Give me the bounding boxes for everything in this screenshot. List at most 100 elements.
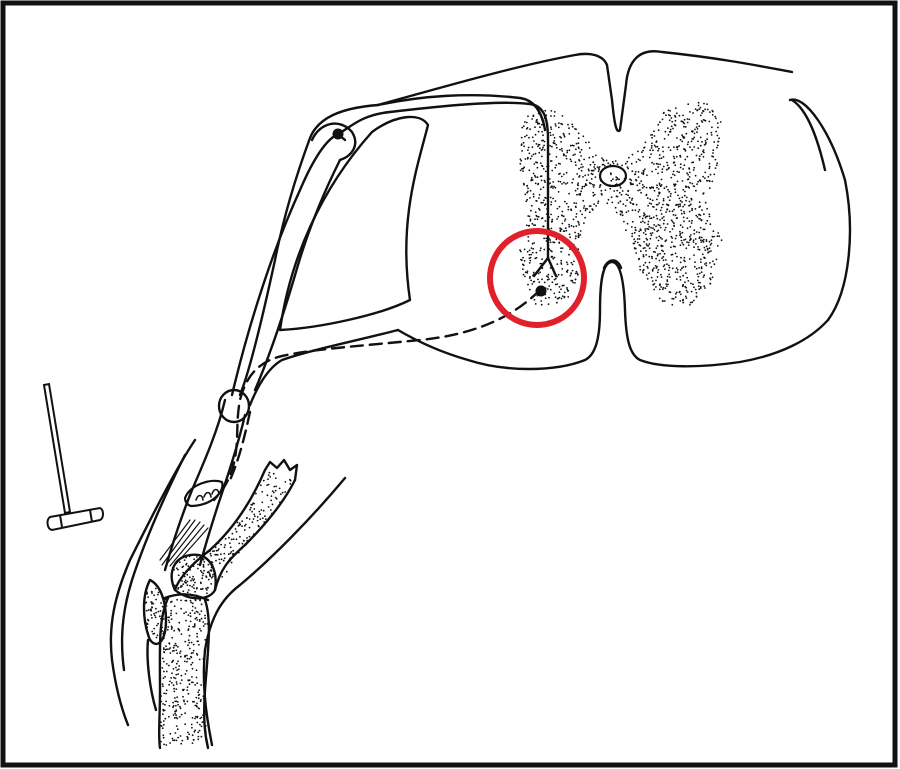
- stipple-dot: [712, 149, 714, 151]
- stipple-dot: [720, 121, 722, 123]
- stipple-dot: [268, 484, 270, 486]
- stipple-dot: [267, 478, 269, 480]
- stipple-dot: [526, 199, 528, 201]
- stipple-dot: [269, 476, 271, 478]
- stipple-dot: [592, 170, 594, 172]
- stipple-dot: [691, 220, 693, 222]
- stipple-dot: [695, 238, 697, 240]
- stipple-dot: [189, 635, 191, 637]
- stipple-dot: [186, 563, 188, 565]
- stipple-dot: [543, 226, 545, 228]
- stipple-dot: [673, 214, 675, 216]
- stipple-dot: [687, 122, 689, 124]
- stipple-dot: [689, 111, 691, 113]
- stipple-dot: [657, 245, 659, 247]
- stipple-dot: [534, 126, 536, 128]
- stipple-dot: [173, 668, 175, 670]
- stipple-dot: [549, 178, 551, 180]
- stipple-dot: [652, 280, 654, 282]
- stipple-dot: [548, 274, 550, 276]
- stipple-dot: [184, 641, 186, 643]
- stipple-dot: [546, 208, 548, 210]
- stipple-dot: [634, 173, 636, 175]
- stipple-dot: [577, 274, 579, 276]
- stipple-dot: [567, 209, 569, 211]
- stipple-dot: [680, 236, 682, 238]
- stipple-dot: [561, 176, 563, 178]
- stipple-dot: [640, 250, 642, 252]
- stipple-dot: [166, 663, 168, 665]
- stipple-dot: [175, 705, 177, 707]
- stipple-dot: [717, 127, 719, 129]
- stipple-dot: [572, 154, 574, 156]
- stipple-dot: [221, 576, 223, 578]
- stipple-dot: [606, 202, 608, 204]
- stipple-dot: [206, 576, 208, 578]
- stipple-dot: [270, 509, 272, 511]
- stipple-dot: [631, 170, 633, 172]
- stipple-dot: [184, 723, 186, 725]
- stipple-dot: [563, 133, 565, 135]
- stipple-dot: [183, 612, 185, 614]
- stipple-dot: [662, 151, 664, 153]
- stipple-dot: [173, 630, 175, 632]
- stipple-dot: [696, 296, 698, 298]
- stipple-dot: [691, 141, 693, 143]
- stipple-dot: [183, 701, 185, 703]
- stipple-dot: [559, 227, 561, 229]
- stipple-dot: [689, 182, 691, 184]
- stipple-dot: [542, 165, 544, 167]
- stipple-dot: [159, 615, 161, 617]
- stipple-dot: [694, 266, 696, 268]
- stipple-dot: [575, 202, 577, 204]
- stipple-dot: [695, 289, 697, 291]
- stipple-dot: [285, 481, 287, 483]
- stipple-dot: [176, 696, 178, 698]
- stipple-dot: [688, 220, 690, 222]
- stipple-dot: [186, 661, 188, 663]
- stipple-dot: [205, 725, 207, 727]
- stipple-dot: [203, 721, 205, 723]
- stipple-dot: [567, 269, 569, 271]
- stipple-dot: [243, 540, 245, 542]
- stipple-dot: [680, 233, 682, 235]
- stipple-dot: [164, 718, 166, 720]
- stipple-dot: [564, 136, 566, 138]
- stipple-dot: [652, 227, 654, 229]
- stipple-dot: [550, 115, 552, 117]
- stipple-dot: [187, 581, 189, 583]
- stipple-dot: [218, 559, 220, 561]
- stipple-dot: [600, 190, 602, 192]
- stipple-dot: [556, 302, 558, 304]
- stipple-dot: [584, 175, 586, 177]
- stipple-dot: [159, 663, 161, 665]
- stipple-dot: [652, 187, 654, 189]
- stipple-dot: [675, 191, 677, 193]
- stipple-dot: [198, 694, 200, 696]
- stipple-dot: [280, 493, 282, 495]
- stipple-dot: [535, 153, 537, 155]
- stipple-dot: [200, 570, 202, 572]
- stipple-dot: [716, 162, 718, 164]
- stipple-dot: [522, 264, 524, 266]
- stipple-dot: [249, 527, 251, 529]
- stipple-dot: [685, 150, 687, 152]
- stipple-dot: [666, 204, 668, 206]
- stipple-dot: [716, 259, 718, 261]
- stipple-dot: [705, 265, 707, 267]
- stipple-dot: [658, 148, 660, 150]
- stipple-dot: [195, 607, 197, 609]
- stipple-dot: [567, 124, 569, 126]
- stipple-dot: [163, 648, 165, 650]
- stipple-dot: [607, 162, 609, 164]
- stipple-dot: [649, 198, 651, 200]
- stipple-dot: [520, 251, 522, 253]
- stipple-dot: [215, 560, 217, 562]
- stipple-dot: [541, 304, 543, 306]
- stipple-dot: [613, 163, 615, 165]
- stipple-dot: [190, 615, 192, 617]
- stipple-dot: [650, 153, 652, 155]
- stipple-dot: [529, 289, 531, 291]
- stipple-dot: [656, 218, 658, 220]
- stipple-dot: [697, 147, 699, 149]
